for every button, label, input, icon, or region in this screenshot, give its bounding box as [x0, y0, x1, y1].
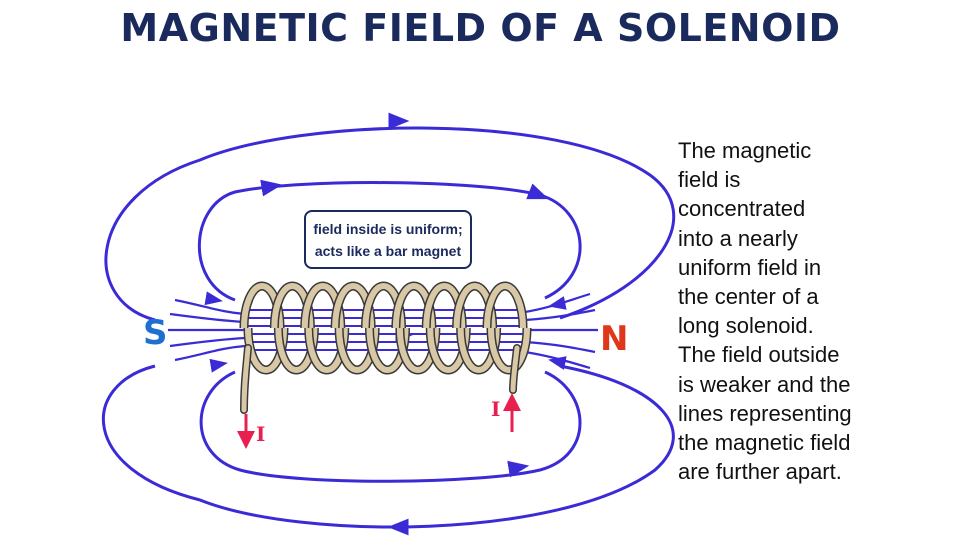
- explanation-line: The magnetic: [678, 138, 812, 163]
- current-label-right: I: [491, 397, 500, 421]
- field-line-outer-top: [104, 126, 676, 322]
- explanation-text: The magnetic field is concentrated into …: [678, 136, 948, 486]
- coil-turn-back: [484, 283, 526, 329]
- explanation-line: into a nearly: [678, 225, 798, 251]
- lead-wire-left: [241, 345, 251, 413]
- field-lines-inside: [245, 309, 525, 351]
- explanation-line: long solenoid.: [678, 313, 814, 339]
- field-line-outer-bottom: [102, 364, 675, 529]
- explanation-line: The field outside: [678, 342, 840, 368]
- field-arrow: [507, 460, 530, 478]
- field-lines-left: [168, 298, 246, 362]
- explanation-line: are further apart.: [678, 459, 842, 485]
- coil-turn-front: [488, 327, 530, 373]
- north-pole-label: N: [600, 319, 628, 359]
- current-label-left: I: [256, 422, 265, 446]
- solenoid-coil: [239, 281, 532, 375]
- explanation-line: uniform field in: [678, 254, 822, 280]
- callout-box: [304, 210, 472, 269]
- field-arrow: [548, 296, 567, 310]
- field-line-inner-bottom: [199, 370, 582, 483]
- explanation-line: the magnetic field: [678, 430, 851, 456]
- field-line-inner-top: [197, 181, 582, 302]
- field-arrow: [209, 358, 228, 373]
- south-pole-label: S: [143, 313, 168, 353]
- lead-wire-right: [510, 345, 520, 393]
- explanation-line: lines representing: [678, 400, 852, 426]
- field-arrow: [526, 183, 549, 200]
- field-arrow: [260, 179, 283, 197]
- explanation-line: concentrated: [678, 196, 806, 222]
- field-arrow: [204, 291, 223, 306]
- explanation-line: is weaker and the: [678, 371, 851, 397]
- explanation-line: field is: [678, 167, 741, 193]
- callout-line-1: field inside is uniform;: [313, 221, 462, 237]
- page-title: MAGNETIC FIELD OF A SOLENOID: [120, 6, 841, 50]
- field-arrow: [548, 356, 567, 370]
- explanation-line: the center of a: [678, 284, 819, 310]
- callout-line-2: acts like a bar magnet: [315, 243, 462, 259]
- field-lines-right: [524, 292, 598, 370]
